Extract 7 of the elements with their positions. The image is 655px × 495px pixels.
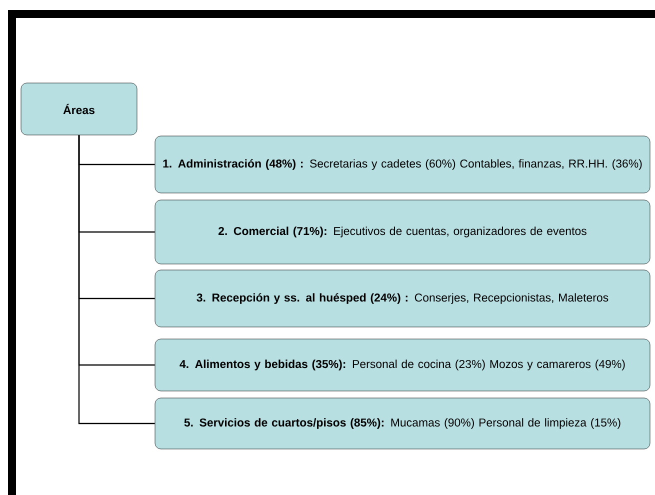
area-box: 2. Comercial (71%): Ejecutivos de cuentas, organizadores de eventos (154, 200, 650, 264)
connector-line (78, 135, 155, 424)
area-box: 4. Alimentos y bebidas (35%): Personal de cocina (23%) Mozos y camareros (49%) (154, 338, 650, 392)
area-box: 1. Administración (48%) : Secretarias y cadetes (60%) Contables, finanzas, RR.HH. (36%) (154, 136, 650, 194)
area-box: 5. Servicios de cuartos/pisos (85%): Mucamas (90%) Personal de limpieza (15%) (154, 398, 650, 450)
root-box: Áreas (20, 82, 138, 136)
area-box: 3. Recepción y ss. al huésped (24%) : Conserjes, Recepcionistas, Maleteros (154, 270, 650, 328)
